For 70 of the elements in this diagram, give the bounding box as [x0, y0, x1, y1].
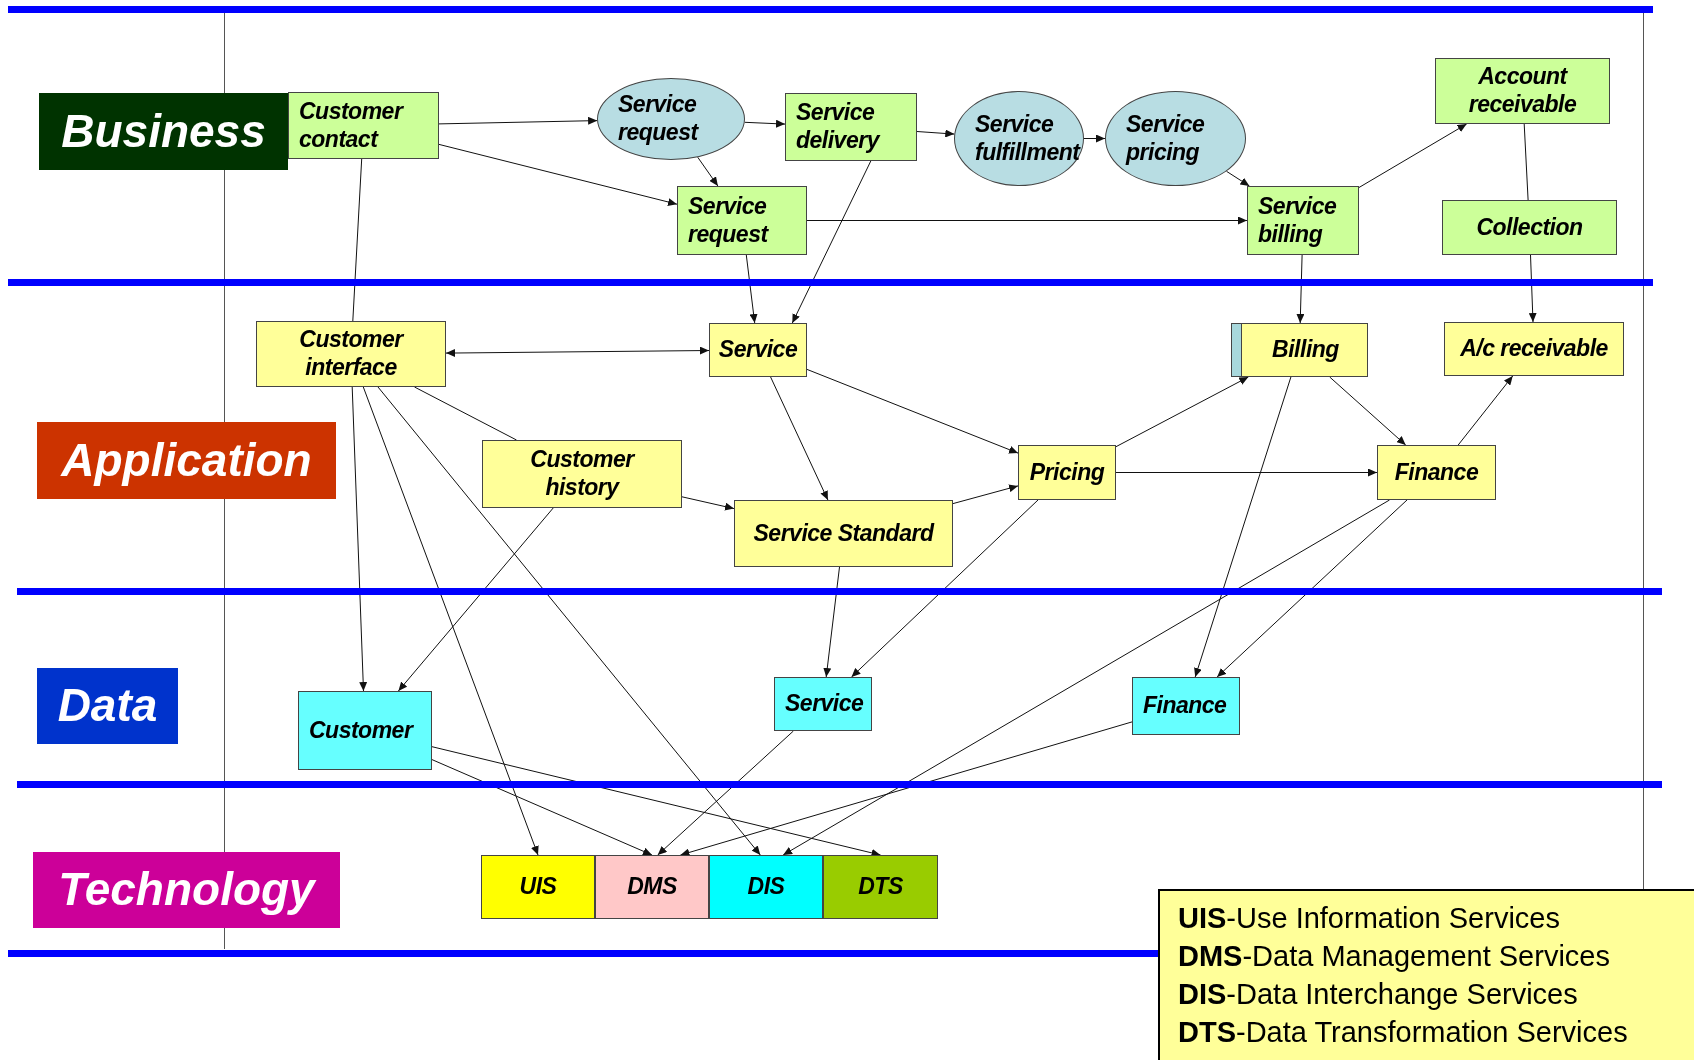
- process-box: Service request: [677, 186, 807, 255]
- process-box: Customer contact: [288, 92, 439, 159]
- arrow: [823, 566, 840, 678]
- application-box: Service: [709, 323, 807, 377]
- application-box: Service Standard: [734, 500, 953, 567]
- application-box: Pricing: [1018, 445, 1116, 500]
- arrow: [397, 507, 554, 692]
- technology-box: DTS: [823, 855, 938, 919]
- layer-label: Technology: [33, 852, 340, 928]
- process-ellipse: Service request: [597, 78, 745, 160]
- process-ellipse: Service fulfillment: [954, 91, 1084, 186]
- arrow: [681, 496, 735, 511]
- legend-entry: DIS-Data Interchange Services: [1178, 977, 1579, 1012]
- arrow: [952, 484, 1019, 505]
- arrow: [431, 759, 653, 856]
- process-box: Collection: [1442, 200, 1617, 255]
- layer-label: Business: [39, 93, 288, 170]
- connector-line: [1523, 123, 1529, 201]
- arrow: [1226, 170, 1250, 187]
- arrow: [806, 368, 1019, 454]
- arrow: [1216, 499, 1408, 678]
- process-box: Service billing: [1247, 186, 1359, 255]
- arrow: [438, 143, 678, 206]
- layer-label: Data: [37, 668, 178, 744]
- technology-box: DMS: [595, 855, 709, 919]
- arrow: [1296, 254, 1305, 324]
- arrow: [770, 376, 829, 501]
- arrow: [1083, 134, 1106, 143]
- arrow: [1329, 376, 1407, 446]
- application-box: Customer interface: [256, 321, 446, 387]
- data-box: Service: [774, 677, 872, 731]
- legend-entry: DTS-Data Transformation Services: [1178, 1015, 1629, 1050]
- legend-entry: UIS-Use Information Services: [1178, 901, 1561, 936]
- technology-box: DIS: [709, 855, 823, 919]
- process-ellipse: Service pricing: [1105, 91, 1246, 186]
- application-box: Finance: [1377, 445, 1496, 500]
- arrow: [377, 386, 761, 856]
- process-box: Service delivery: [785, 93, 917, 161]
- arrow: [657, 730, 794, 856]
- arrow: [806, 216, 1248, 225]
- arrow: [697, 156, 719, 187]
- arrow: [680, 721, 1133, 857]
- arrow: [445, 346, 710, 357]
- arrow: [362, 386, 539, 856]
- connector-line: [352, 158, 363, 322]
- arrow: [745, 254, 758, 324]
- application-box: A/c receivable: [1444, 322, 1624, 376]
- process-box: Account receivable: [1435, 58, 1610, 124]
- arrow: [916, 129, 955, 138]
- arrow: [431, 746, 881, 857]
- arrow: [1528, 254, 1537, 323]
- data-box: Customer: [298, 691, 432, 770]
- arrow: [851, 499, 1039, 678]
- arrow: [1457, 375, 1514, 446]
- arrow: [791, 160, 872, 324]
- application-box: Customer history: [482, 440, 682, 508]
- arrow: [351, 386, 368, 692]
- arrow: [782, 499, 1390, 856]
- data-box: Finance: [1132, 677, 1240, 735]
- technology-box: UIS: [481, 855, 595, 919]
- arrow: [744, 119, 786, 128]
- layer-label: Application: [37, 422, 336, 499]
- connector-line: [414, 386, 517, 441]
- arrow: [1115, 376, 1249, 448]
- arrow: [438, 116, 598, 125]
- application-box: Billing: [1231, 323, 1368, 377]
- arrow: [1194, 376, 1292, 678]
- legend-entry: DMS-Data Management Services: [1178, 939, 1611, 974]
- arrow: [1115, 468, 1378, 477]
- arrow: [1358, 123, 1468, 188]
